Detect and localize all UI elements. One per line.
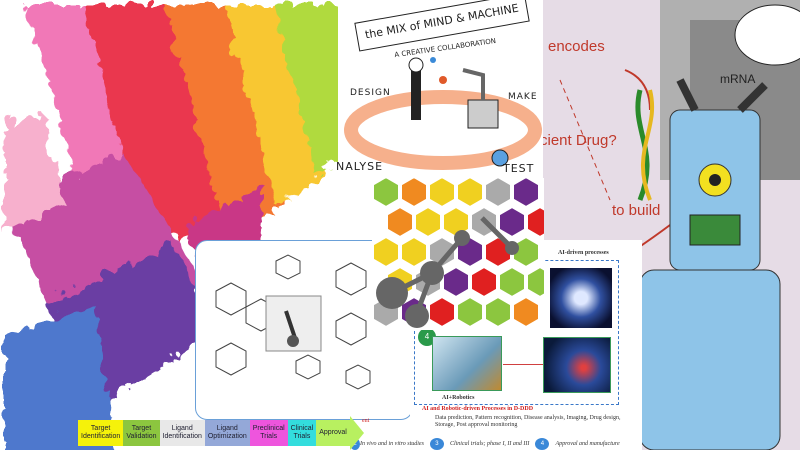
step-2-text: In vivo and in vitro studies [360, 440, 424, 447]
hexagon [456, 178, 484, 209]
pipeline-stage: Approval [316, 419, 350, 446]
step-4-badge: 4 [535, 438, 550, 450]
paint-strokes [0, 0, 345, 450]
hexagon [456, 295, 484, 329]
hexagon [498, 205, 526, 239]
hexagon [512, 295, 540, 329]
step-make: MAKE [508, 92, 538, 102]
connector-arrow [503, 364, 543, 365]
document-heading: AI and Robotic-driven Processes in D-DDD [422, 406, 534, 412]
hexagon [400, 235, 428, 269]
mind-machine-sketch: the MIX of MIND & MACHINE A CREATIVE COL… [336, 0, 543, 190]
mrna-label: mRNA [720, 72, 756, 86]
hexagon [526, 265, 544, 299]
design-cycle-diagram [344, 0, 542, 170]
pipeline-stage: Target Validation [123, 419, 160, 446]
hexagon [526, 205, 544, 239]
robotics-label: AI+Robotics [442, 395, 475, 401]
step-test: TEST [503, 162, 535, 175]
molecule-drawings [215, 254, 371, 390]
encodes-label: encodes [548, 38, 605, 55]
rainbow-paint-background [0, 0, 350, 450]
ai-driven-label: AI-driven processes [558, 250, 609, 256]
hexagon [372, 178, 400, 209]
pipeline-stage: Preclinical Trials [249, 419, 288, 446]
hexagon [498, 265, 526, 299]
hexagon [512, 178, 540, 209]
step-3-badge: 3 [429, 438, 444, 450]
hexagon [442, 265, 470, 299]
step-4-text: Approval and manufacture [555, 440, 620, 447]
ai-chip-image [550, 268, 612, 328]
hexagon-network-graphic [372, 178, 544, 330]
hexagon [470, 265, 498, 299]
pipeline-stage: Ligand Optimization [204, 419, 250, 446]
pipeline-stage: Target Identification [78, 419, 124, 446]
hexagon [372, 235, 400, 269]
hexagon [428, 295, 456, 329]
step-row: In vivo and in vitro studies 3 Clinical … [360, 438, 620, 450]
document-bullet: Data prediction, Pattern recognition, Di… [435, 415, 621, 428]
pipeline-stage: Ligand Identification [159, 419, 205, 446]
pipeline-stage: Clinical Trials [287, 419, 317, 446]
step-3-text: Clinical trials; phase I, II and III [449, 440, 530, 447]
hexagon [400, 178, 428, 209]
to-build-label: to build [612, 202, 661, 219]
hexagon [428, 178, 456, 209]
robotics-factory-image [432, 336, 502, 391]
hexagon [414, 205, 442, 239]
step-analyse: NALYSE [336, 160, 384, 173]
pipeline-arrow-head [349, 415, 364, 450]
side-label: ent [362, 418, 370, 424]
ai-capsule-image [543, 337, 611, 393]
hexagon [484, 295, 512, 329]
hexagon [484, 178, 512, 209]
step-badge: 4 [418, 328, 436, 346]
step-design: DESIGN [350, 88, 391, 98]
drug-question-label: cient Drug? [540, 132, 617, 149]
hexagon [386, 205, 414, 239]
